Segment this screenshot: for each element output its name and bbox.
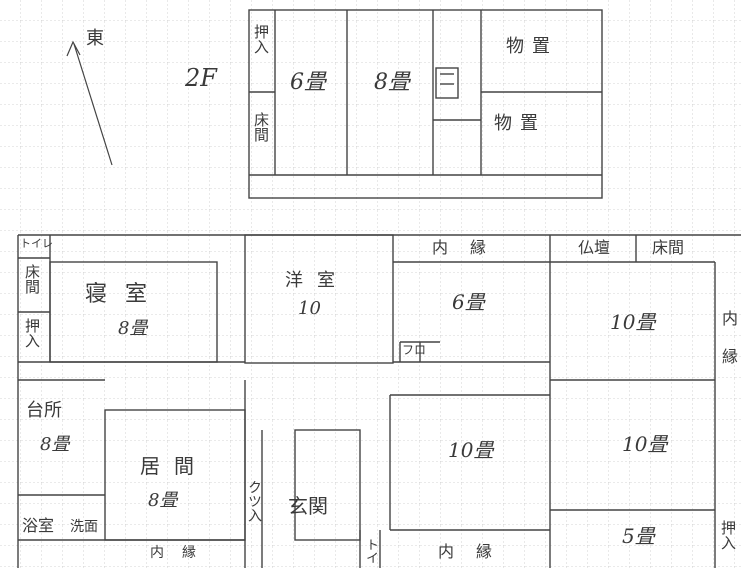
bedroom-label: 寝室 bbox=[85, 282, 166, 307]
storage-1-label: 物置 bbox=[506, 36, 558, 57]
storage-2-label: 物置 bbox=[494, 113, 546, 134]
bath-small-label: フロ bbox=[402, 343, 427, 357]
shoe-closet-label: クツ入 bbox=[246, 480, 262, 522]
room-10-top-label: 10畳 bbox=[610, 310, 656, 334]
toilet-label: トイレ bbox=[20, 237, 53, 250]
bath-label: 浴室 bbox=[22, 516, 55, 535]
living-label: 居間 bbox=[140, 454, 208, 478]
closet-left-label: 押入 bbox=[23, 318, 41, 348]
kitchen-label: 台所 bbox=[26, 400, 62, 421]
engawa-right-label: 内縁 bbox=[719, 310, 738, 386]
room-10-center-label: 10畳 bbox=[448, 438, 494, 462]
engawa-bottom-label: 内縁 bbox=[438, 542, 515, 561]
room-6-label: 6畳 bbox=[452, 290, 485, 314]
compass-arrow-icon bbox=[66, 40, 113, 166]
room-6-2f-label: 6畳 bbox=[290, 70, 326, 95]
engawa-top-label: 内縁 bbox=[432, 238, 509, 257]
western-room-label: 洋室 bbox=[285, 270, 349, 291]
bedroom-size-label: 8畳 bbox=[118, 318, 148, 339]
alcove-right-label: 床間 bbox=[652, 238, 685, 257]
entrance-label: 玄関 bbox=[288, 494, 328, 518]
kitchen-size-label: 8畳 bbox=[40, 434, 70, 455]
toilet-bottom-label: トイ bbox=[363, 538, 378, 564]
closet-2f-label: 押入 bbox=[252, 24, 270, 54]
alcove-2f-label: 床間 bbox=[252, 112, 270, 142]
engawa-bottom-left-label: 内縁 bbox=[150, 545, 214, 561]
room-8-2f-label: 8畳 bbox=[374, 70, 410, 95]
room-10-right-label: 10畳 bbox=[622, 432, 668, 456]
western-size-label: 10 bbox=[298, 298, 321, 319]
butsudan-label: 仏壇 bbox=[578, 238, 611, 257]
first-floor-plan bbox=[17, 234, 741, 568]
floor-label: 2F bbox=[185, 64, 217, 92]
second-floor-plan bbox=[248, 9, 603, 199]
washroom-label: 洗面 bbox=[70, 519, 98, 535]
room-5-label: 5畳 bbox=[622, 524, 655, 548]
living-size-label: 8畳 bbox=[148, 490, 178, 511]
closet-right-label: 押入 bbox=[719, 520, 737, 550]
compass-label: 東 bbox=[86, 28, 104, 49]
alcove-left-label: 床間 bbox=[23, 264, 41, 294]
